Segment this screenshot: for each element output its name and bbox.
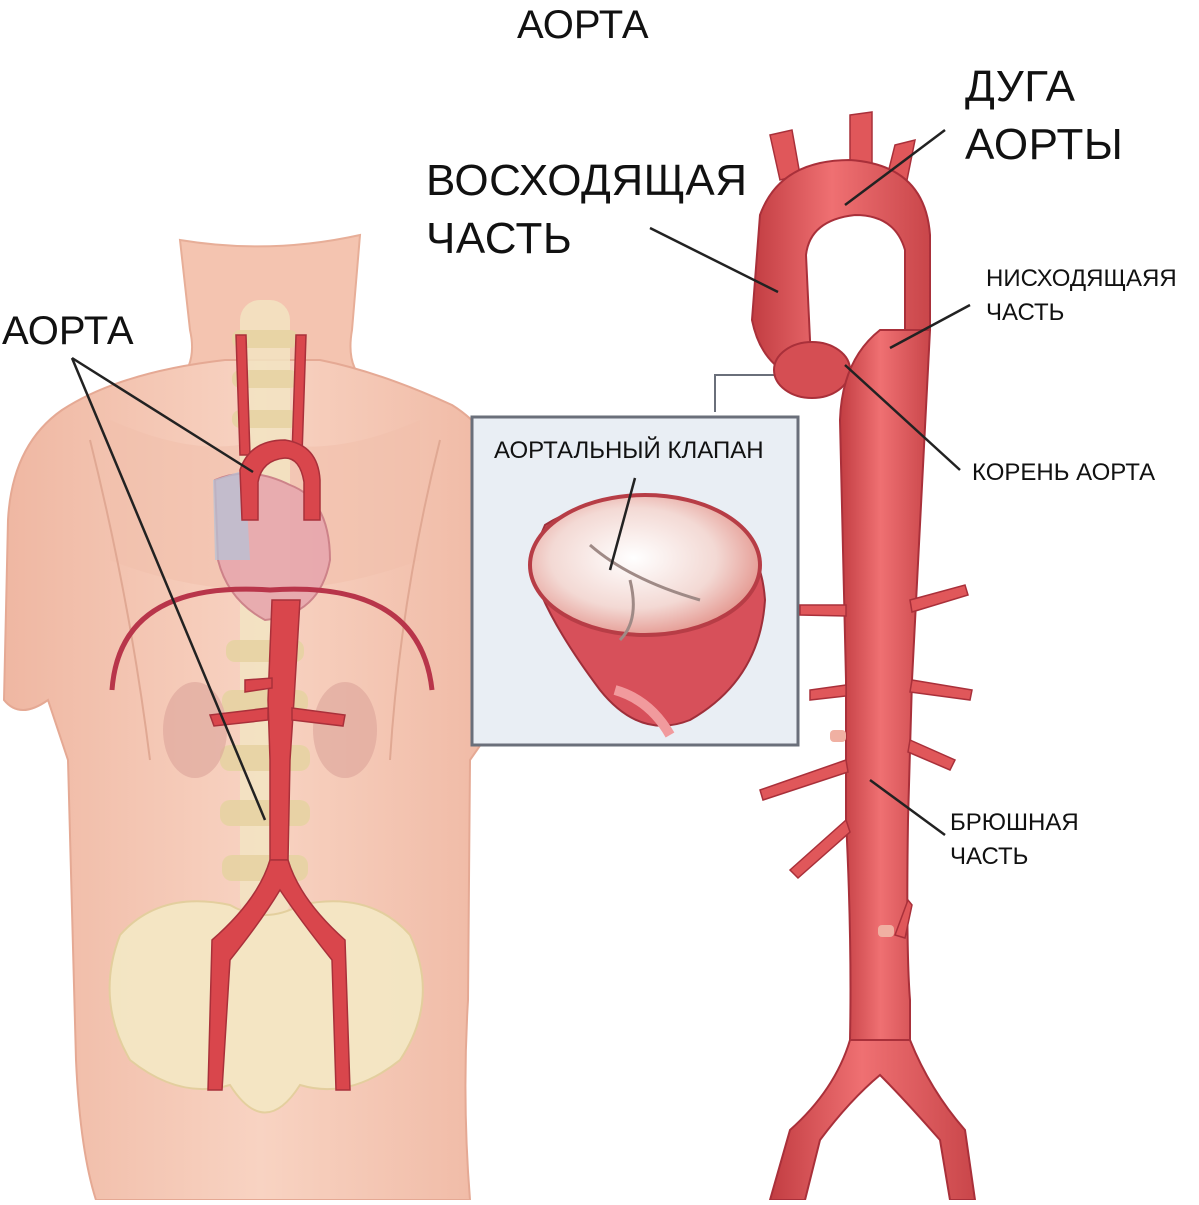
aortic-valve-inset <box>470 374 800 747</box>
label-aortic-arch: ДУГА АОРТЫ <box>965 58 1123 174</box>
label-aortic-arch-line2: АОРТЫ <box>965 120 1124 169</box>
label-descending-line1: НИСХОДЯЩАЯЯ <box>986 265 1177 292</box>
aorta-illustration <box>750 111 977 1201</box>
label-aortic-arch-line1: ДУГА <box>965 62 1076 111</box>
label-abdominal-line1: БРЮШНАЯ <box>950 809 1079 836</box>
label-ascending-part: ВОСХОДЯЩАЯ ЧАСТЬ <box>426 152 748 268</box>
label-descending-part: НИСХОДЯЩАЯЯ ЧАСТЬ <box>986 262 1177 330</box>
torso-aorta <box>207 334 351 1091</box>
label-ascending-line2: ЧАСТЬ <box>426 214 573 263</box>
label-ascending-line1: ВОСХОДЯЩАЯ <box>426 156 748 205</box>
valve-illustration <box>528 493 767 738</box>
label-aorta-left: АОРТА <box>2 309 134 353</box>
diagram-title: АОРТА <box>517 3 649 47</box>
label-aortic-root: КОРЕНЬ АОРТА <box>972 459 1156 486</box>
label-abdominal-part: БРЮШНАЯ ЧАСТЬ <box>950 806 1079 874</box>
label-aortic-valve: АОРТАЛЬНЫЙ КЛАПАН <box>494 437 764 464</box>
leader-lines <box>70 129 971 837</box>
label-descending-line2: ЧАСТЬ <box>986 299 1065 326</box>
label-abdominal-line2: ЧАСТЬ <box>950 843 1029 870</box>
